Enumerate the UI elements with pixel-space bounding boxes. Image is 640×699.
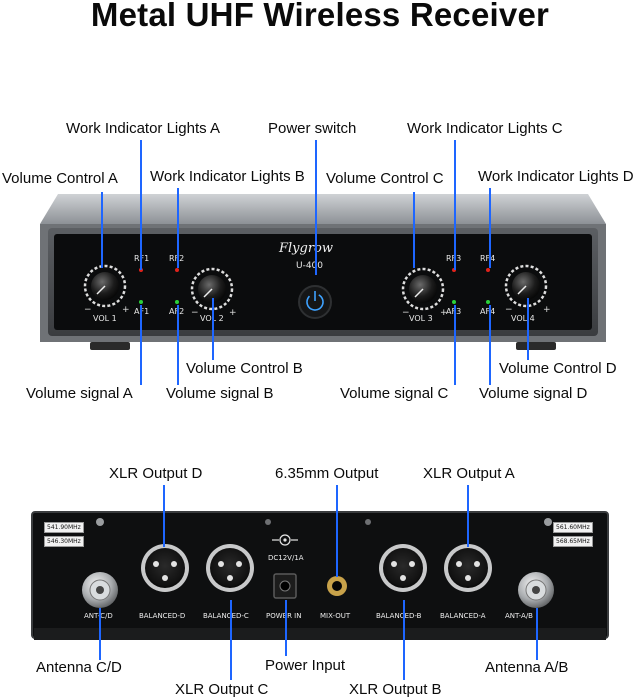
label-balanced-d: BALANCED-D [139,612,186,620]
svg-text:−: − [84,305,92,315]
label-ant-ab: ANT-A/B [505,612,533,620]
callout-antenna-cd: Antenna C/D [36,659,122,676]
model-label: U-400 [296,261,324,271]
svg-text:+: + [122,305,130,315]
label-rf2: RF2 [169,254,184,263]
frequency-tag-4: 568.65MHz [553,536,593,547]
front-panel-device: − + − + − + − + [40,194,606,350]
line-volume-c [413,192,415,268]
led-af1 [139,300,143,304]
callout-work-indicator-b: Work Indicator Lights B [150,168,305,185]
svg-text:−: − [402,308,410,318]
line-xlr-b [403,600,405,680]
svg-text:−: − [505,305,513,315]
callout-volume-control-a: Volume Control A [2,170,118,187]
label-balanced-b: BALANCED-B [376,612,422,620]
label-vol1: VOL 1 [93,314,117,323]
label-rf3: RF3 [446,254,461,263]
xlr-output-d-connector [141,544,189,592]
label-balanced-c: BALANCED-C [203,612,249,620]
label-af4: AF4 [480,307,496,316]
xlr-output-b-connector [379,544,427,592]
line-635mm [336,485,338,577]
frequency-tag-3: 561.60MHz [553,522,593,533]
line-xlr-c [230,600,232,680]
callout-xlr-output-a: XLR Output A [423,465,515,482]
line-xlr-a [467,485,469,547]
antenna-cd-connector [82,572,118,608]
callout-work-indicator-a: Work Indicator Lights A [66,120,220,137]
callout-635mm-output: 6.35mm Output [275,465,379,482]
led-rf4 [486,268,490,272]
label-power-in: POWER IN [266,612,302,620]
line-volume-b [212,298,214,360]
callout-work-indicator-d: Work Indicator Lights D [478,168,634,185]
volume-knob-c [401,267,445,311]
power-input-jack [272,534,298,599]
callout-volume-signal-b: Volume signal B [166,385,274,402]
led-af4 [486,300,490,304]
antenna-ab-connector [518,572,554,608]
line-signal-d [489,305,491,385]
line-antenna-ab [536,608,538,660]
callout-volume-control-d: Volume Control D [499,360,617,377]
line-power-switch [315,140,317,275]
callout-volume-signal-d: Volume signal D [479,385,588,402]
label-vol4: VOL 4 [511,314,535,323]
callout-volume-control-b: Volume Control B [186,360,303,377]
line-work-a [140,140,142,270]
callout-volume-signal-a: Volume signal A [26,385,133,402]
svg-text:+: + [440,308,448,318]
page-title: Metal UHF Wireless Receiver [90,0,550,33]
line-volume-a [101,192,103,268]
callout-work-indicator-c: Work Indicator Lights C [407,120,563,137]
xlr-output-a-connector [444,544,492,592]
power-switch [298,285,332,319]
label-vol2: VOL 2 [200,314,224,323]
led-rf2 [175,268,179,272]
line-signal-a [140,305,142,385]
callout-power-switch: Power switch [268,120,357,137]
callout-power-input: Power Input [265,657,346,674]
line-antenna-cd [99,608,101,660]
frequency-tag-2: 546.30MHz [44,536,84,547]
callout-xlr-output-c: XLR Output C [175,681,269,698]
label-af3: AF3 [446,307,461,316]
label-ant-cd: ANT-C/D [84,612,113,620]
label-balanced-a: BALANCED-A [440,612,486,620]
label-vol3: VOL 3 [409,314,433,323]
mix-out-jack [327,576,347,596]
callout-xlr-output-d: XLR Output D [109,465,203,482]
volume-knob-a [83,264,127,308]
label-af2: AF2 [169,307,184,316]
led-af2 [175,300,179,304]
back-panel-device [31,511,609,640]
led-af3 [452,300,456,304]
label-dc12v: DC12V/1A [268,554,304,562]
label-rf4: RF4 [480,254,496,263]
volume-knob-d [504,264,548,308]
callout-volume-signal-c: Volume signal C [340,385,449,402]
line-power-input [285,600,287,656]
callout-xlr-output-b: XLR Output B [349,681,442,698]
line-signal-b [177,305,179,385]
line-xlr-d [163,485,165,547]
callout-antenna-ab: Antenna A/B [485,659,569,676]
line-work-d [489,188,491,268]
line-work-b [177,188,179,268]
callout-volume-control-c: Volume Control C [326,170,444,187]
brand-logo: Flygrow [279,241,334,256]
svg-text:−: − [191,308,199,318]
svg-text:+: + [229,308,237,318]
svg-text:+: + [543,305,551,315]
line-volume-d [527,298,529,360]
label-mix-out: MIX-OUT [320,612,351,620]
frequency-tag-1: 541.90MHz [44,522,84,533]
line-signal-c [454,305,456,385]
line-work-c [454,140,456,270]
xlr-output-c-connector [206,544,254,592]
